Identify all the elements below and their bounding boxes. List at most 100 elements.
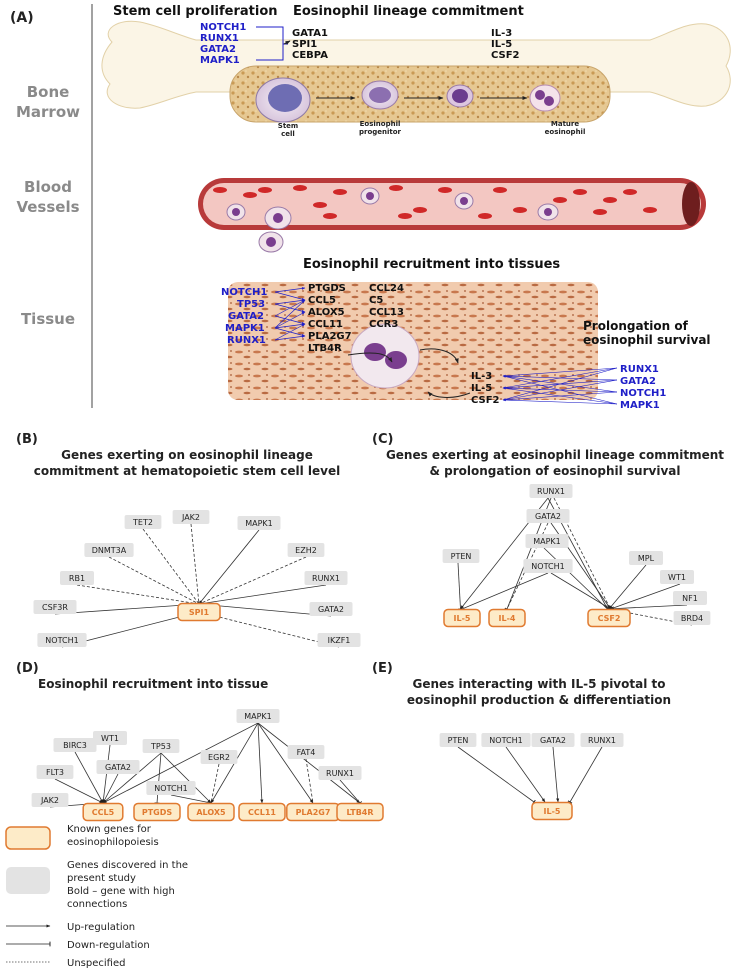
gene-node-mpl: MPL (629, 551, 663, 565)
gene-label: JAK2 (181, 513, 200, 522)
edge-gata2-ccl5 (102, 773, 119, 804)
gene-node-mapk1: MAPK1 (237, 516, 281, 530)
recruit-edge (274, 323, 306, 329)
survival-arrow-top (419, 348, 459, 364)
known-label: SPI1 (189, 608, 210, 617)
gene-box (236, 709, 280, 723)
legend-discovered-text: Bold – gene with high (67, 886, 175, 897)
gene-label: NOTCH1 (531, 562, 564, 571)
gene-box (309, 602, 353, 616)
edge-mapk1-csf2 (543, 547, 610, 612)
known-label: CSF2 (598, 614, 621, 623)
known-box (587, 608, 631, 628)
known-box (238, 802, 286, 822)
vessel-eosinophils (226, 187, 559, 253)
gene-node-csf3r: CSF3R (33, 600, 77, 614)
panel-c-title: & prolongation of eosinophil survival (430, 464, 681, 478)
legend-down-text: Down-regulation (67, 940, 150, 951)
survival-edge (502, 398, 618, 405)
stem-gene: GATA2 (200, 44, 236, 55)
gene-label: NF1 (682, 594, 698, 603)
gene-node-ikzf1: IKZF1 (317, 633, 361, 647)
red-blood-cell (323, 213, 337, 219)
edge-rb1-spi1 (76, 584, 200, 605)
bm-cytokine: CSF2 (491, 50, 520, 61)
edge-mapk1-ccl5 (102, 722, 259, 804)
gene-box (673, 591, 707, 605)
gene-box (673, 611, 711, 625)
edge-tp53-alox5 (160, 752, 212, 804)
row-label: Marrow (16, 103, 80, 121)
gene-label: RUNX1 (537, 487, 565, 496)
myelocyte (446, 84, 474, 108)
recruit-target: ALOX5 (308, 307, 345, 318)
recruit-edge (274, 299, 306, 329)
gene-label: RUNX1 (588, 736, 616, 745)
recruit-edge (274, 291, 306, 301)
known-box (488, 608, 526, 628)
mature-eosinophil (529, 84, 561, 112)
known-box (531, 801, 573, 821)
red-blood-cell (413, 207, 427, 213)
gene-box (146, 781, 196, 795)
row-label: Blood (24, 178, 72, 196)
edge-csf3r-spi1 (54, 602, 200, 615)
gene-label: GATA2 (105, 763, 131, 772)
bm-cytokine: IL-3 (491, 28, 512, 39)
known-label: PLA2G7 (296, 808, 331, 817)
gene-node-jak2: JAK2 (31, 793, 69, 807)
red-blood-cell (398, 213, 412, 219)
legend-discovered-text: present study (67, 873, 136, 884)
gene-box (529, 484, 573, 498)
recruit-target: PLA2G7 (308, 331, 352, 342)
gene-node-notch1: NOTCH1 (481, 733, 531, 747)
panel-d: (D)Eosinophil recruitment into tissueMAP… (16, 661, 384, 822)
gene-label: MPL (638, 554, 655, 563)
recruit-edge (274, 311, 306, 329)
gene-node-runx1: RUNX1 (580, 733, 624, 747)
gene-node-egr2: EGR2 (200, 750, 238, 764)
bone-illustration (101, 20, 731, 123)
known-box (82, 802, 124, 822)
known-label: IL-5 (454, 614, 471, 623)
gene-box (200, 750, 238, 764)
gene-node-notch1: NOTCH1 (37, 633, 87, 647)
known-label: CCL5 (92, 808, 115, 817)
recruit-target: CCR3 (369, 319, 398, 330)
known-box (187, 802, 235, 822)
legend-known-text: Known genes for (67, 824, 152, 835)
gene-label: BRD4 (681, 614, 703, 623)
recruit-target: CCL11 (308, 319, 343, 330)
panel-c-label: (C) (372, 432, 393, 447)
gene-label: FAT4 (297, 748, 316, 757)
edge-gata2-spi1 (198, 602, 332, 617)
edge-birc3-ccl5 (74, 751, 104, 804)
commit-gene: SPI1 (292, 39, 317, 50)
cell-label: cell (281, 130, 295, 138)
gene-box (33, 600, 77, 614)
gene-node-fat4: FAT4 (287, 745, 325, 759)
gene-label: WT1 (668, 573, 686, 582)
survival-regulator: RUNX1 (620, 364, 659, 375)
panel-b-label: (B) (16, 432, 38, 447)
recruit-regulator: NOTCH1 (221, 287, 267, 298)
known-label: CCL11 (248, 808, 276, 817)
cell-label: Eosinophil (360, 120, 401, 128)
panel-b: (B)Genes exerting on eosinophil lineagec… (16, 432, 361, 648)
survival-links (502, 367, 618, 405)
gene-node-ezh2: EZH2 (287, 543, 325, 557)
known-gene-ltb4r: LTB4R (336, 802, 384, 822)
edge-mapk1-ltb4r (257, 722, 361, 804)
gene-box (531, 733, 575, 747)
cell-labels: StemcellEosinophilprogenitorMatureeosino… (278, 120, 586, 138)
gene-node-brd4: BRD4 (673, 611, 711, 625)
edge-mapk1-ccl11 (257, 722, 264, 804)
gene-label: EZH2 (295, 546, 317, 555)
gene-label: TET2 (132, 518, 153, 527)
stem-gene: MAPK1 (200, 55, 240, 66)
edge-notch1-alox5 (170, 794, 212, 806)
gene-node-notch1: NOTCH1 (146, 781, 196, 795)
